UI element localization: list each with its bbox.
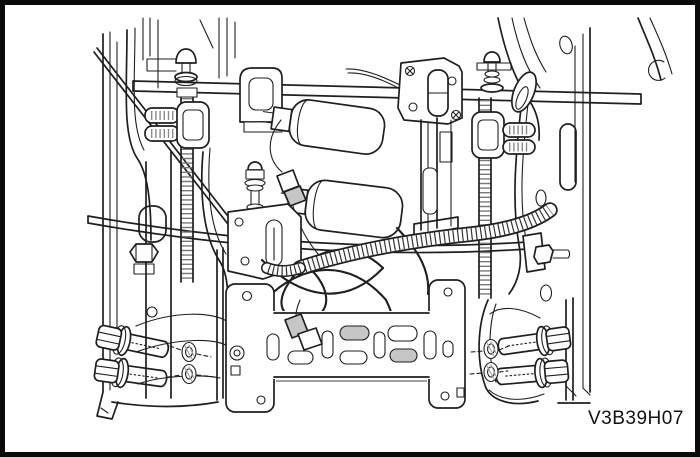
anchor-bracket — [225, 279, 466, 413]
barrel-connector-right — [471, 111, 536, 159]
washer — [483, 338, 499, 360]
left-seat-frame-rail — [96, 17, 236, 420]
mounting-bolts-left — [92, 320, 216, 395]
barrel-connector-left — [144, 101, 210, 149]
cross-shaft — [132, 80, 642, 105]
washer — [181, 341, 197, 363]
bumper-stop-left — [146, 48, 198, 87]
stabilizer-rod — [87, 215, 571, 273]
inline-connector — [269, 119, 319, 255]
hex-nut — [533, 244, 554, 265]
center-bracket-plate — [227, 203, 302, 280]
washer — [181, 363, 197, 385]
adjuster-screw — [244, 161, 266, 211]
figure-code-label: V3B39H07 — [588, 408, 684, 429]
gearbox-tower — [413, 117, 459, 238]
bumper-stop-right — [476, 51, 512, 93]
adjuster-motor-front — [261, 99, 386, 155]
mounting-plate — [345, 57, 463, 125]
washer — [483, 361, 499, 383]
corrugated-wiring-harness — [261, 202, 558, 277]
link-lever — [510, 71, 538, 113]
clamp-bracket — [239, 67, 283, 133]
harness-clip — [648, 59, 666, 81]
harness-connector — [284, 299, 323, 351]
